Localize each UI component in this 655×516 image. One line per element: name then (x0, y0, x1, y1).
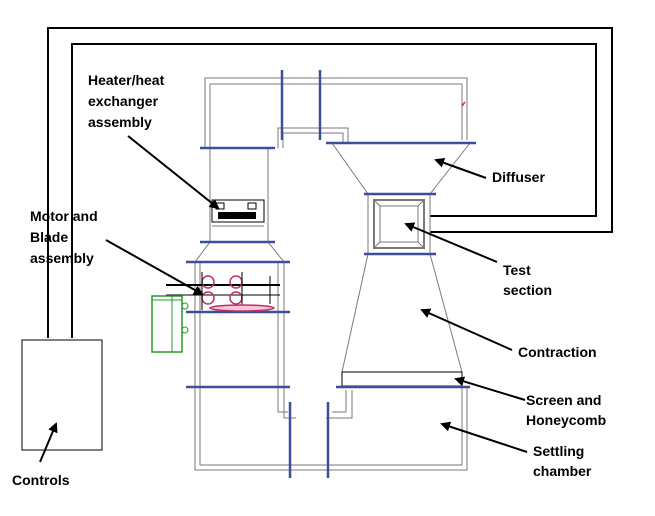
label-settling-line2: chamber (533, 463, 592, 479)
motor-blade-assembly (151, 272, 280, 353)
label-diffuser: Diffuser (492, 169, 545, 185)
label-heater-line1: Heater/heat (88, 72, 165, 88)
test-section-window (373, 199, 425, 249)
return-circuit-walls (194, 77, 471, 471)
labels: Heater/heat exchanger assembly Motor and… (12, 72, 606, 488)
label-heater-line3: assembly (88, 114, 152, 130)
red-mark (461, 101, 466, 107)
label-heater-line2: exchanger (88, 93, 159, 109)
control-cables (47, 27, 613, 338)
label-motor-line1: Motor and (30, 208, 98, 224)
flanges (186, 70, 476, 478)
label-motor-line2: Blade (30, 229, 68, 245)
label-contraction: Contraction (518, 344, 597, 360)
label-screen-line1: Screen and (526, 392, 601, 408)
label-controls: Controls (12, 472, 70, 488)
label-settling-line1: Settling (533, 443, 584, 459)
screen-honeycomb (341, 371, 463, 387)
label-test-line2: section (503, 282, 552, 298)
controls-box (21, 339, 103, 451)
heater-assembly (211, 199, 265, 227)
label-motor-line3: assembly (30, 250, 94, 266)
label-screen-line2: Honeycomb (526, 412, 606, 428)
label-test-line1: Test (503, 262, 531, 278)
leader-arrows (39, 135, 528, 463)
